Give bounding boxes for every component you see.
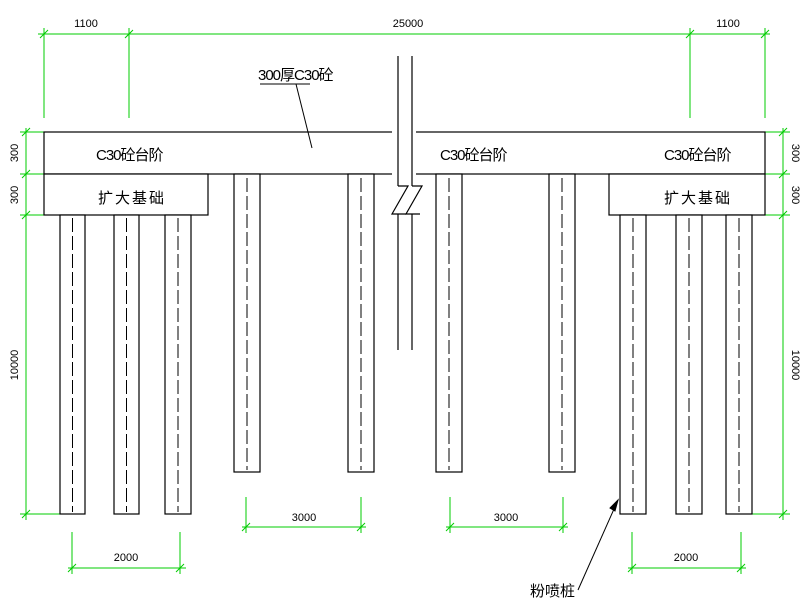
pile-note: 粉喷桩 (530, 583, 575, 600)
dim-left-cap-height: 300 (9, 144, 21, 162)
left-base (43, 173, 209, 216)
pile-centerlines (72, 178, 740, 512)
cap-label-left: C30砼台阶 (96, 147, 164, 164)
dim-right-group-spacing: 2000 (674, 552, 698, 564)
dim-top-middle: 25000 (393, 18, 424, 30)
cap-label-right: C30砼台阶 (664, 147, 732, 164)
base-label-left: 扩大基础 (98, 190, 166, 207)
top-slab-note: 300厚C30砼 (258, 67, 334, 84)
dim-right-base-height: 300 (789, 186, 800, 204)
slab-note-leader (260, 83, 313, 149)
piles (59, 173, 753, 515)
dim-left-group-spacing: 2000 (114, 552, 138, 564)
dim-right-pile-length: 10000 (789, 350, 800, 381)
dimension-lines (20, 28, 790, 574)
break-line-icon (390, 56, 424, 350)
cap-label-middle: C30砼台阶 (440, 147, 508, 164)
dim-center-left-spacing: 3000 (292, 512, 316, 524)
dim-top-left: 1100 (74, 18, 98, 30)
dim-left-pile-length: 10000 (9, 350, 21, 381)
dim-left-base-height: 300 (9, 186, 21, 204)
arrow-icon (577, 498, 619, 591)
base-label-right: 扩大基础 (664, 190, 732, 207)
dim-top-right: 1100 (716, 18, 740, 30)
right-base (608, 173, 766, 216)
dim-right-cap-height: 300 (789, 144, 800, 162)
dim-center-right-spacing: 3000 (494, 512, 518, 524)
